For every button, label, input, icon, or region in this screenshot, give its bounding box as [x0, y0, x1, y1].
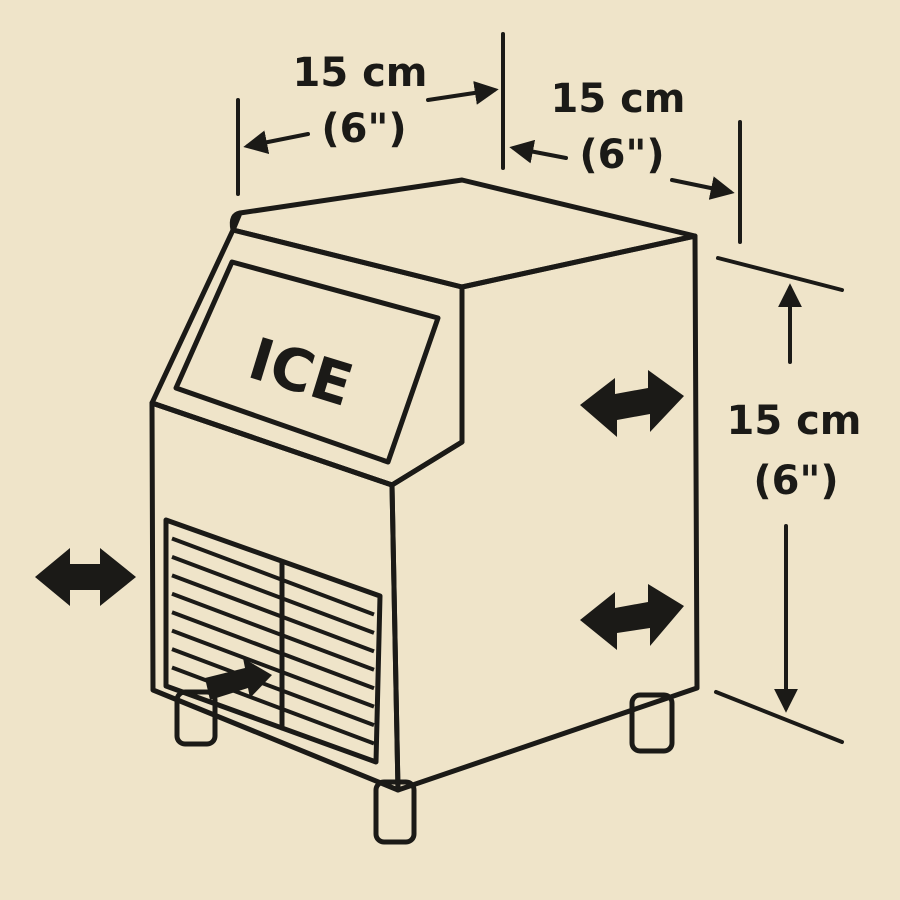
side-clearance-metric: 15 cm — [551, 76, 686, 122]
dimension-arrow-icon — [670, 176, 735, 200]
side-clearance-imperial: (6") — [579, 132, 664, 178]
grille-slat — [171, 610, 375, 691]
grille-slat — [171, 647, 375, 727]
grille-slat — [171, 555, 375, 635]
ice-window — [173, 259, 441, 465]
airflow-arrow-side-top-icon — [580, 370, 684, 437]
dimension-arrow-icon — [426, 81, 499, 105]
ice-label: ICE — [241, 324, 360, 419]
dimension-side-clearance: 15 cm (6") — [509, 76, 742, 244]
machine-top-face — [230, 177, 698, 290]
dimension-arrow-icon — [243, 130, 310, 155]
front-clearance-metric: 15 cm — [293, 50, 428, 96]
height-clearance-metric: 15 cm — [727, 398, 862, 444]
airflow-arrow-left-icon — [35, 548, 136, 606]
ice-machine: ICE — [149, 177, 700, 845]
airflow-arrow-side-bottom-icon — [580, 584, 684, 650]
grille-slat — [171, 628, 375, 709]
vent-grille — [163, 517, 383, 765]
airflow-inlet-arrow-icon — [205, 658, 272, 700]
dimension-height-clearance: 15 cm (6") — [714, 256, 862, 744]
dimension-arrow-icon — [509, 139, 568, 164]
height-clearance-imperial: (6") — [753, 458, 838, 504]
grille-slat — [171, 536, 375, 617]
grille-slat — [171, 573, 375, 654]
grille-slat — [171, 591, 375, 672]
dimension-front-clearance: 15 cm (6") — [236, 32, 505, 196]
front-clearance-imperial: (6") — [321, 106, 406, 152]
